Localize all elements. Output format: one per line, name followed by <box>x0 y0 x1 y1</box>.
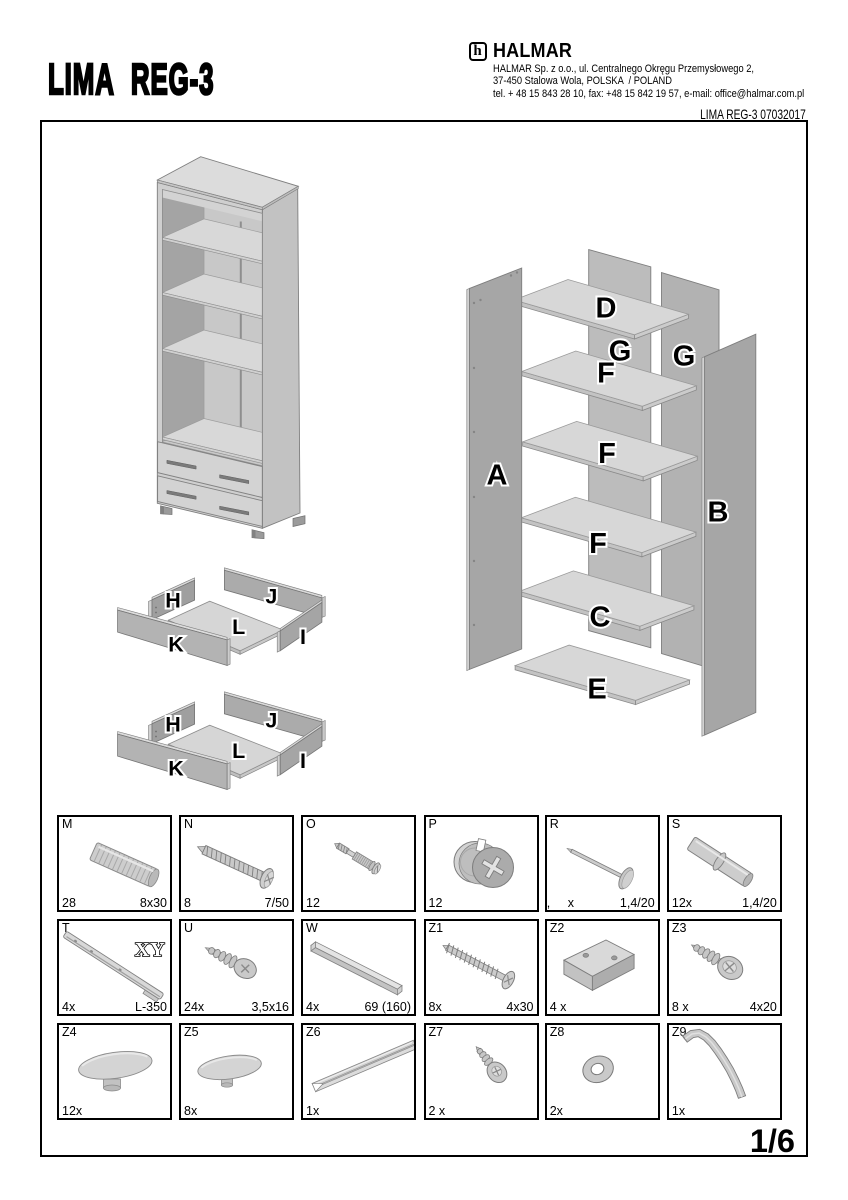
svg-text:F: F <box>589 528 607 560</box>
svg-text:H: H <box>165 589 181 613</box>
svg-text:XY: XY <box>135 939 166 961</box>
svg-text:B: B <box>708 497 729 529</box>
svg-text:L: L <box>232 739 245 763</box>
svg-text:J: J <box>265 709 277 733</box>
svg-text:K: K <box>168 633 184 657</box>
svg-text:A: A <box>487 460 508 492</box>
svg-text:F: F <box>597 358 615 390</box>
svg-text:K: K <box>168 757 184 781</box>
svg-text:I: I <box>300 749 306 773</box>
svg-text:I: I <box>300 625 306 649</box>
svg-text:F: F <box>598 438 616 470</box>
svg-text:G: G <box>673 341 696 373</box>
svg-text:J: J <box>265 585 277 609</box>
svg-text:L: L <box>232 615 245 639</box>
svg-text:G: G <box>609 336 632 368</box>
svg-text:H: H <box>165 713 181 737</box>
svg-text:E: E <box>587 674 606 706</box>
svg-text:D: D <box>596 293 617 325</box>
svg-text:C: C <box>590 602 611 634</box>
